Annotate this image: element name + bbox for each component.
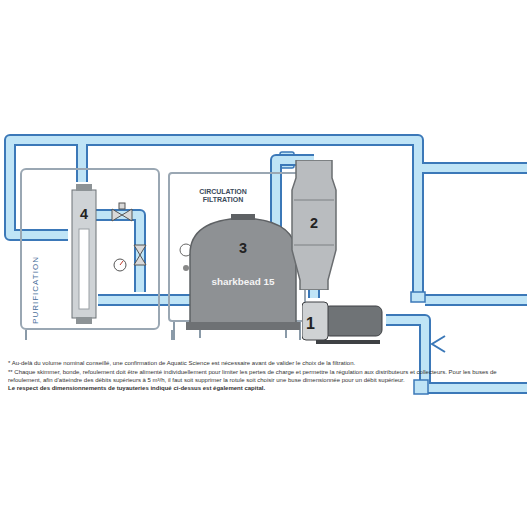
callout-number: 1 xyxy=(306,314,315,333)
node-label: sharkbead 15 xyxy=(186,276,300,288)
pipe-inner xyxy=(98,296,192,304)
footnote: ** Chaque skimmer, bonde, refoulement do… xyxy=(8,369,518,385)
pipe-connector xyxy=(308,290,320,298)
flow-chevron xyxy=(432,336,445,352)
callout-number: 4 xyxy=(70,206,98,223)
pipe-group xyxy=(98,300,192,301)
pump: 1 xyxy=(302,298,386,344)
filter-tank: 3 sharkbead 15 xyxy=(186,214,300,330)
pipe-inner xyxy=(310,290,318,298)
footnotes: * Au-delà du volume nominal conseillé, u… xyxy=(8,360,518,394)
panel: PURIFICATION 4 xyxy=(20,168,160,330)
pipe-connector xyxy=(98,294,192,306)
valves xyxy=(112,203,146,271)
prefilter: 2 xyxy=(290,160,338,290)
uv-unit: 4 xyxy=(70,184,98,324)
footnote: Le respect des dimensionnements de tuyau… xyxy=(8,385,518,393)
callout-number: 3 xyxy=(186,240,300,257)
pipe-joints xyxy=(280,152,428,394)
filter-tank-outline xyxy=(186,214,300,330)
pipes xyxy=(10,140,527,388)
stands xyxy=(26,322,300,340)
uv-unit-outline xyxy=(70,184,98,324)
footnote: * Au-delà du volume nominal conseillé, u… xyxy=(8,360,518,368)
pipe-group xyxy=(314,290,315,298)
node-label: PURIFICATION xyxy=(31,256,41,324)
callout-number: 2 xyxy=(290,215,338,232)
node-label: CIRCULATION FILTRATION xyxy=(180,188,266,205)
